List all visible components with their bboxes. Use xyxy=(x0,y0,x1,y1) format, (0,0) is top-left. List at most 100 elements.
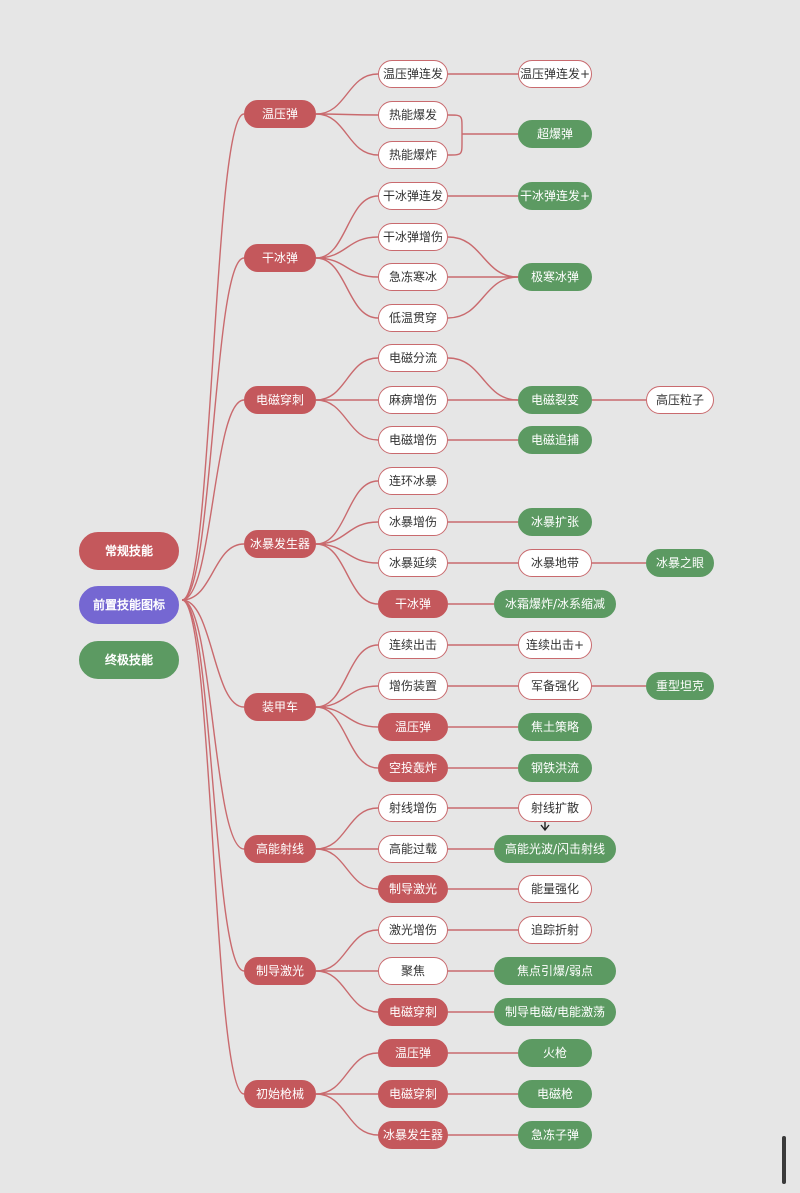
child-line xyxy=(315,357,379,401)
branch-node-6[interactable]: 制导激光 xyxy=(244,957,316,985)
upgrade-node[interactable]: 急冻子弹 xyxy=(518,1121,592,1149)
child-line xyxy=(315,521,379,545)
skill-node[interactable]: 连环冰暴 xyxy=(378,467,448,495)
child-line xyxy=(315,236,379,259)
upgrade-node[interactable]: 极寒冰弹 xyxy=(518,263,592,291)
upgrade-node[interactable]: 高能光波/闪击射线 xyxy=(494,835,616,863)
upgrade-node[interactable]: 焦土策略 xyxy=(518,713,592,741)
root-branch-line xyxy=(181,599,245,850)
skill-node[interactable]: 温压弹连发 xyxy=(378,60,448,88)
skill-node[interactable]: 冰暴发生器 xyxy=(378,1121,448,1149)
skill-node[interactable]: 低温贯穿 xyxy=(378,304,448,332)
branch-node-3[interactable]: 冰暴发生器 xyxy=(244,530,316,558)
upgrade-node[interactable]: 焦点引爆/弱点 xyxy=(494,957,616,985)
child-line xyxy=(315,644,379,708)
skill-node[interactable]: 冰暴延续 xyxy=(378,549,448,577)
child-line xyxy=(315,970,379,1013)
branch-node-7[interactable]: 初始枪械 xyxy=(244,1080,316,1108)
child-line xyxy=(315,807,379,850)
skill-node[interactable]: 干冰弹增伤 xyxy=(378,223,448,251)
upgrade-node[interactable]: 冰暴地带 xyxy=(518,549,592,577)
upgrade-node[interactable]: 电磁裂变 xyxy=(518,386,592,414)
upgrade-node[interactable]: 电磁枪 xyxy=(518,1080,592,1108)
branch-node-2[interactable]: 电磁穿刺 xyxy=(244,386,316,414)
skill-node[interactable]: 电磁穿刺 xyxy=(378,1080,448,1108)
upgrade-node[interactable]: 干冰弹连发+ xyxy=(518,182,592,210)
branch-node-4[interactable]: 装甲车 xyxy=(244,693,316,721)
root-branch-line xyxy=(181,257,245,601)
connector-line xyxy=(447,114,463,156)
branch-node-1[interactable]: 干冰弹 xyxy=(244,244,316,272)
child-line xyxy=(315,706,379,769)
child-line xyxy=(315,1093,379,1136)
root-branch-line xyxy=(181,599,245,708)
root-branch-line xyxy=(181,599,245,972)
skill-node[interactable]: 温压弹 xyxy=(378,713,448,741)
connector-line xyxy=(447,236,519,278)
skill-node[interactable]: 高能过载 xyxy=(378,835,448,863)
upgrade-node[interactable]: 钢铁洪流 xyxy=(518,754,592,782)
skill-node[interactable]: 冰暴增伤 xyxy=(378,508,448,536)
scrollbar[interactable] xyxy=(782,1136,786,1184)
connector-line xyxy=(447,276,519,319)
legend-item-2[interactable]: 终极技能 xyxy=(79,641,179,679)
final-node[interactable]: 重型坦克 xyxy=(646,672,714,700)
skill-node[interactable]: 电磁穿刺 xyxy=(378,998,448,1026)
upgrade-node[interactable]: 制导电磁/电能激荡 xyxy=(494,998,616,1026)
skill-node[interactable]: 制导激光 xyxy=(378,875,448,903)
child-line xyxy=(315,399,379,441)
upgrade-node[interactable]: 超爆弹 xyxy=(518,120,592,148)
upgrade-node[interactable]: 射线扩散 xyxy=(518,794,592,822)
skill-node[interactable]: 电磁增伤 xyxy=(378,426,448,454)
upgrade-node[interactable]: 军备强化 xyxy=(518,672,592,700)
child-line xyxy=(315,195,379,259)
upgrade-node[interactable]: 能量强化 xyxy=(518,875,592,903)
skill-node[interactable]: 增伤装置 xyxy=(378,672,448,700)
skill-node[interactable]: 热能爆发 xyxy=(378,101,448,129)
skill-node[interactable]: 激光增伤 xyxy=(378,916,448,944)
child-line xyxy=(315,1052,379,1095)
legend-item-1[interactable]: 前置技能图标 xyxy=(79,586,179,624)
child-line xyxy=(315,257,379,319)
upgrade-node[interactable]: 冰暴扩张 xyxy=(518,508,592,536)
legend-item-0[interactable]: 常规技能 xyxy=(79,532,179,570)
child-line xyxy=(315,543,379,605)
skill-node[interactable]: 连续出击 xyxy=(378,631,448,659)
skill-node[interactable]: 温压弹 xyxy=(378,1039,448,1067)
upgrade-node[interactable]: 电磁追捕 xyxy=(518,426,592,454)
root-branch-line xyxy=(181,543,245,601)
final-node[interactable]: 高压粒子 xyxy=(646,386,714,414)
skill-node[interactable]: 电磁分流 xyxy=(378,344,448,372)
root-branch-line xyxy=(181,399,245,601)
skill-node[interactable]: 空投轰炸 xyxy=(378,754,448,782)
skill-node[interactable]: 干冰弹连发 xyxy=(378,182,448,210)
upgrade-node[interactable]: 温压弹连发+ xyxy=(518,60,592,88)
skill-node[interactable]: 急冻寒冰 xyxy=(378,263,448,291)
branch-node-0[interactable]: 温压弹 xyxy=(244,100,316,128)
upgrade-node[interactable]: 冰霜爆炸/冰系缩减 xyxy=(494,590,616,618)
child-line xyxy=(315,480,379,545)
child-line xyxy=(315,543,379,564)
child-line xyxy=(315,706,379,728)
upgrade-node[interactable]: 火枪 xyxy=(518,1039,592,1067)
child-line xyxy=(315,929,379,972)
final-node[interactable]: 冰暴之眼 xyxy=(646,549,714,577)
child-line xyxy=(315,113,379,116)
child-line xyxy=(315,257,379,278)
root-branch-line xyxy=(181,113,245,601)
arrow-line xyxy=(540,822,550,832)
connector-line xyxy=(447,357,519,401)
skill-node[interactable]: 热能爆炸 xyxy=(378,141,448,169)
skill-node[interactable]: 聚焦 xyxy=(378,957,448,985)
upgrade-node[interactable]: 连续出击+ xyxy=(518,631,592,659)
upgrade-node[interactable]: 追踪折射 xyxy=(518,916,592,944)
skill-node[interactable]: 射线增伤 xyxy=(378,794,448,822)
child-line xyxy=(315,848,379,890)
skill-node[interactable]: 干冰弹 xyxy=(378,590,448,618)
branch-node-5[interactable]: 高能射线 xyxy=(244,835,316,863)
child-line xyxy=(315,685,379,708)
child-line xyxy=(315,73,379,115)
skill-node[interactable]: 麻痹增伤 xyxy=(378,386,448,414)
